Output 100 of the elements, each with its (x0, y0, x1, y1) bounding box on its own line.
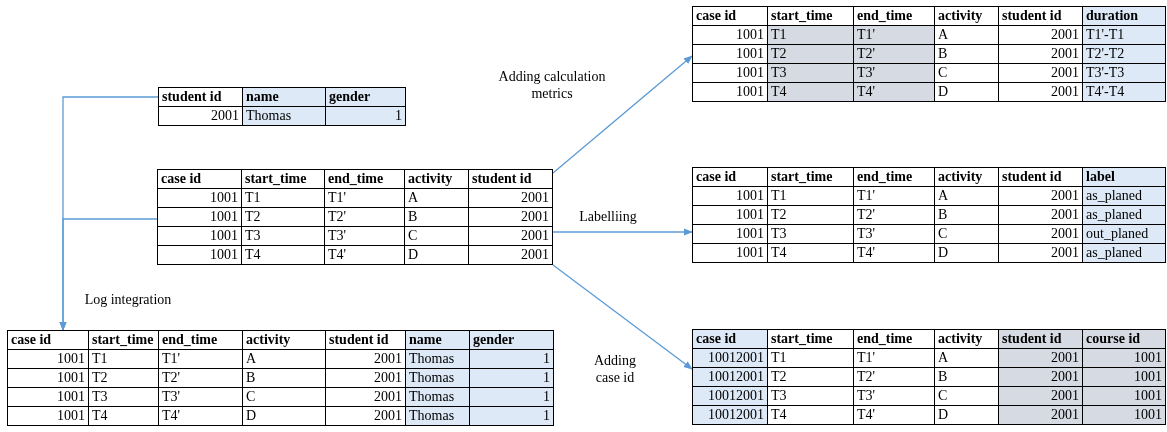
data-table (157, 169, 553, 265)
column-header: end_time (853, 329, 935, 349)
table-cell: 1001 (692, 25, 768, 45)
table-cell: T3 (767, 224, 854, 244)
table-cell: 2001 (468, 188, 553, 208)
table-cell: 1001 (7, 387, 89, 407)
table-cell: T4 (767, 243, 854, 263)
table-cell: A (404, 188, 469, 208)
column-header: start_time (88, 330, 159, 350)
arrow (552, 264, 693, 370)
table-cell: T2' (853, 367, 935, 387)
column-header: label (1082, 167, 1166, 187)
column-header: end_time (324, 169, 405, 189)
column-header: start_time (241, 169, 325, 189)
column-header: name (242, 87, 326, 107)
table-cell: A (934, 348, 999, 368)
table-cell: 2001 (468, 207, 553, 227)
data-table (692, 329, 1166, 425)
table-cell: T1' (853, 186, 935, 206)
table-cell: 2001 (998, 205, 1083, 225)
table-cell: 2001 (325, 387, 406, 407)
column-header: end_time (158, 330, 243, 350)
table-cell: T4 (767, 405, 854, 425)
table-cell: 1001 (157, 226, 242, 246)
column-header: start_time (767, 167, 854, 187)
table-cell: T1 (767, 186, 854, 206)
table-cell: B (404, 207, 469, 227)
table-cell: A (934, 186, 999, 206)
table-cell: T3 (241, 226, 325, 246)
column-header: student id (998, 329, 1083, 349)
table-cell: 2001 (325, 406, 406, 426)
column-header: name (405, 330, 470, 350)
table-cell: 2001 (998, 82, 1083, 102)
column-header: end_time (853, 6, 935, 26)
table-cell: T1 (767, 348, 854, 368)
column-header: gender (469, 330, 554, 350)
table-cell: T3' (158, 387, 243, 407)
column-header: start_time (767, 329, 854, 349)
table-cell: 1001 (692, 224, 768, 244)
table-cell: T1 (88, 349, 159, 369)
table-cell: T2 (88, 368, 159, 388)
arrow (59, 218, 158, 331)
table-cell: 2001 (468, 245, 553, 265)
column-header: activity (934, 167, 999, 187)
table-cell: 1001 (692, 44, 768, 64)
table-cell: A (242, 349, 326, 369)
table-cell: T1 (241, 188, 325, 208)
table-cell: B (934, 367, 999, 387)
table-cell: T1' (853, 348, 935, 368)
data-table (7, 330, 554, 426)
table-cell: T4' (853, 405, 935, 425)
table-cell: T1' (324, 188, 405, 208)
table-cell: C (934, 63, 999, 83)
table-cell: C (242, 387, 326, 407)
table-cell: 2001 (158, 106, 243, 126)
column-header: duration (1082, 6, 1166, 26)
table-cell: 1001 (7, 406, 89, 426)
table-cell: 2001 (325, 349, 406, 369)
table-cell: T2' (158, 368, 243, 388)
table-cell: 2001 (998, 224, 1083, 244)
table-cell: 2001 (468, 226, 553, 246)
column-header: activity (934, 6, 999, 26)
table-cell: 1001 (157, 188, 242, 208)
column-header: course id (1082, 329, 1166, 349)
table-cell: D (934, 405, 999, 425)
column-header: student id (468, 169, 553, 189)
column-header: student id (998, 6, 1083, 26)
column-header: case id (692, 329, 768, 349)
table-cell: T4 (88, 406, 159, 426)
arrow (552, 55, 693, 174)
table-cell: T2' (853, 205, 935, 225)
table-cell: D (404, 245, 469, 265)
table-cell: A (934, 25, 999, 45)
table-cell: 2001 (998, 25, 1083, 45)
column-header: start_time (767, 6, 854, 26)
data-table (692, 6, 1166, 102)
table-cell: B (242, 368, 326, 388)
table-cell: T4' (324, 245, 405, 265)
table-cell: D (934, 243, 999, 263)
column-header: student id (325, 330, 406, 350)
table-cell: D (934, 82, 999, 102)
column-header: activity (404, 169, 469, 189)
table-cell: 1001 (692, 186, 768, 206)
table-cell: C (934, 386, 999, 406)
column-header: activity (242, 330, 326, 350)
table-cell: T4 (241, 245, 325, 265)
table-cell: T3' (324, 226, 405, 246)
table-cell: T2 (241, 207, 325, 227)
column-header: student id (158, 87, 243, 107)
data-table (158, 87, 406, 126)
table-cell: 1001 (157, 245, 242, 265)
table-cell: T3 (88, 387, 159, 407)
column-header: activity (934, 329, 999, 349)
table-cell: 1001 (7, 349, 89, 369)
table-cell: B (934, 44, 999, 64)
table-cell: T4' (158, 406, 243, 426)
column-header: case id (7, 330, 89, 350)
data-table (692, 167, 1166, 263)
column-header: student id (998, 167, 1083, 187)
table-cell: 2001 (998, 186, 1083, 206)
